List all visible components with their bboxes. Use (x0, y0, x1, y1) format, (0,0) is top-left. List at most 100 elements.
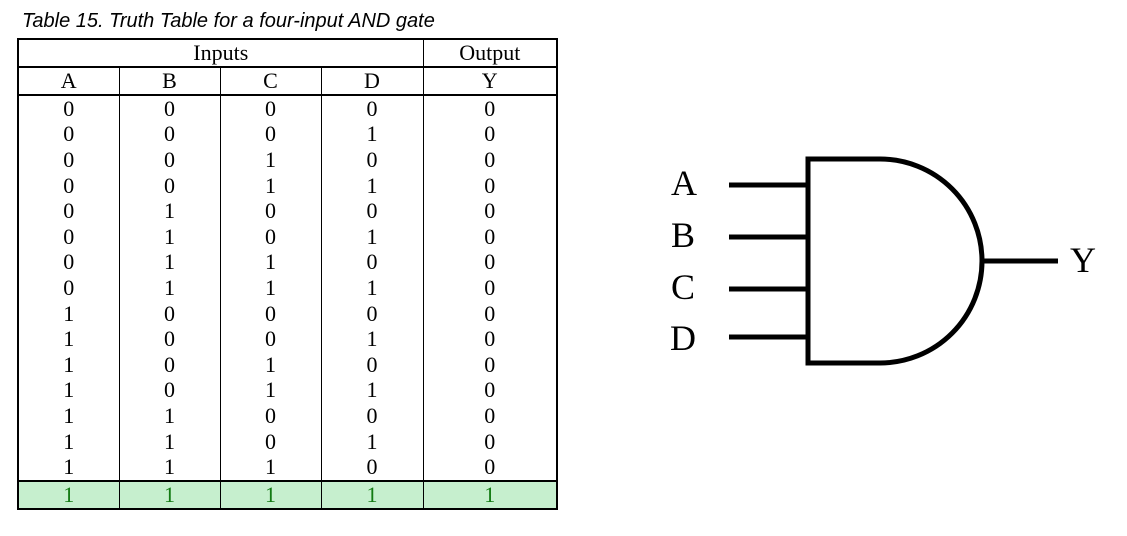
table-cell-d: 1 (320, 428, 424, 455)
table-cell-b: 1 (118, 428, 221, 455)
table-cell-a: 0 (17, 249, 120, 276)
table-cell-b: 0 (118, 300, 221, 327)
table-cell-y: 0 (422, 454, 558, 481)
table-cell-a: 1 (17, 403, 120, 429)
table-cell-b: 1 (118, 223, 221, 250)
table-cell-c: 1 (219, 454, 322, 481)
table-cell-b: 0 (118, 121, 221, 148)
gate-output-label-y: Y (1070, 240, 1096, 280)
table-cell-a: 1 (17, 351, 120, 378)
table-cell-y: 0 (422, 249, 558, 276)
table-cell-a: 0 (17, 147, 120, 173)
table-cell-d: 0 (320, 198, 424, 224)
table-cell-y: 0 (422, 147, 558, 173)
table-cell-y: 0 (422, 428, 558, 455)
table-cell-c: 0 (219, 403, 322, 429)
table-cell-c: 0 (219, 121, 322, 148)
table-cell-c: 0 (219, 326, 322, 352)
table-cell-c: 1 (219, 351, 322, 378)
table-cell-c: 0 (219, 95, 322, 122)
table-cell-a: 0 (17, 223, 120, 250)
table-cell-a: 0 (17, 172, 120, 199)
column-header-y: Y (422, 67, 558, 96)
table-cell-a: 0 (17, 198, 120, 224)
table-cell-a: 0 (17, 95, 120, 122)
table-cell-d: 1 (320, 172, 424, 199)
inputs-group-header: Inputs (17, 39, 424, 68)
table-cell-b: 1 (118, 454, 221, 481)
table-cell-c: 1 (219, 479, 322, 509)
gate-input-label-a: A (671, 163, 697, 203)
table-cell-a: 0 (17, 121, 120, 148)
table-cell-b: 1 (118, 275, 221, 301)
table-cell-b: 1 (118, 479, 221, 509)
table-cell-a: 1 (17, 300, 120, 327)
table-cell-b: 1 (118, 198, 221, 224)
table-cell-a: 1 (17, 428, 120, 455)
gate-input-label-c: C (671, 267, 696, 307)
table-cell-y: 0 (422, 198, 558, 224)
table-cell-a: 1 (17, 377, 120, 404)
table-cell-d: 1 (320, 223, 424, 250)
column-header-c: C (219, 67, 322, 96)
table-cell-d: 0 (320, 351, 424, 378)
table-cell-b: 1 (118, 403, 221, 429)
table-cell-d: 0 (320, 300, 424, 327)
gate-input-label-b: B (671, 215, 696, 255)
table-cell-d: 1 (320, 326, 424, 352)
table-cell-c: 1 (219, 249, 322, 276)
gate-input-label-d: D (670, 318, 696, 358)
table-cell-y: 1 (422, 479, 558, 509)
column-header-d: D (320, 67, 424, 96)
column-header-a: A (17, 67, 120, 96)
table-cell-y: 0 (422, 351, 558, 378)
table-cell-y: 0 (422, 172, 558, 199)
table-cell-a: 1 (17, 479, 120, 509)
and-gate-body (805, 156, 985, 366)
table-cell-d: 0 (320, 147, 424, 173)
table-cell-c: 0 (219, 198, 322, 224)
table-caption: Table 15. Truth Table for a four-input A… (22, 10, 435, 32)
table-cell-d: 1 (320, 479, 424, 509)
table-cell-y: 0 (422, 326, 558, 352)
table-cell-b: 0 (118, 377, 221, 404)
table-cell-c: 1 (219, 172, 322, 199)
table-cell-c: 0 (219, 223, 322, 250)
table-cell-y: 0 (422, 95, 558, 122)
table-cell-c: 1 (219, 147, 322, 173)
output-group-header: Output (422, 39, 558, 68)
table-cell-b: 0 (118, 351, 221, 378)
table-cell-b: 0 (118, 326, 221, 352)
table-cell-y: 0 (422, 377, 558, 404)
table-cell-d: 0 (320, 403, 424, 429)
table-cell-a: 1 (17, 326, 120, 352)
table-cell-d: 0 (320, 95, 424, 122)
table-cell-y: 0 (422, 403, 558, 429)
table-cell-y: 0 (422, 223, 558, 250)
table-cell-y: 0 (422, 275, 558, 301)
table-cell-b: 1 (118, 249, 221, 276)
table-cell-c: 1 (219, 275, 322, 301)
table-cell-b: 0 (118, 147, 221, 173)
table-cell-y: 0 (422, 121, 558, 148)
table-cell-y: 0 (422, 300, 558, 327)
table-cell-d: 1 (320, 121, 424, 148)
